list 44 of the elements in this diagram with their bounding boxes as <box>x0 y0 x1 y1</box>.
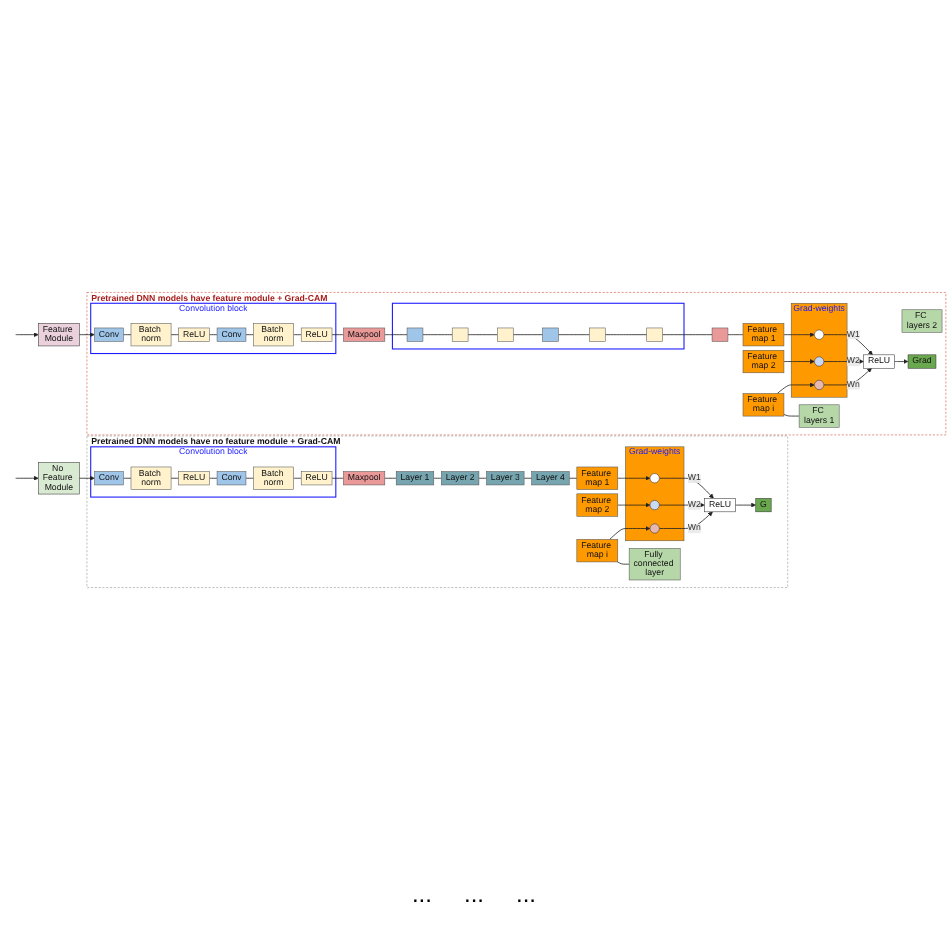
node-circle <box>649 473 660 484</box>
node-box <box>711 327 729 342</box>
connector <box>467 334 498 336</box>
connector <box>568 477 578 479</box>
connector <box>123 334 132 336</box>
connector <box>170 477 180 479</box>
connector <box>558 334 590 336</box>
connector <box>209 477 218 479</box>
node-box <box>406 327 424 342</box>
connector <box>512 334 543 336</box>
connector <box>245 334 254 336</box>
connector <box>662 334 713 336</box>
connector <box>727 334 744 336</box>
connector <box>293 334 302 336</box>
connector <box>384 334 408 336</box>
ellipsis-label: ... <box>411 880 432 908</box>
connector <box>523 477 533 479</box>
cluster <box>391 302 685 350</box>
connector <box>422 334 453 336</box>
node-circle <box>814 356 825 367</box>
ellipsis-label: ... <box>516 880 537 908</box>
node-circle <box>814 329 825 340</box>
node-box <box>646 327 663 342</box>
connector <box>478 477 487 479</box>
connector <box>209 334 218 336</box>
connector <box>331 334 344 336</box>
connector <box>433 477 442 479</box>
ellipsis-label: ... <box>463 880 484 908</box>
node-circle <box>649 500 660 511</box>
connector <box>604 334 648 336</box>
connector <box>293 477 302 479</box>
connector <box>384 477 397 479</box>
connector <box>123 477 132 479</box>
connector <box>783 413 800 417</box>
connector <box>170 334 180 336</box>
node-box <box>542 327 559 342</box>
node-box <box>589 327 606 342</box>
connector <box>331 477 344 479</box>
connector <box>617 561 630 565</box>
node-box <box>451 327 469 342</box>
node-circle <box>814 379 825 390</box>
connector <box>245 477 254 479</box>
node-circle <box>649 523 660 534</box>
node-box <box>497 327 514 342</box>
